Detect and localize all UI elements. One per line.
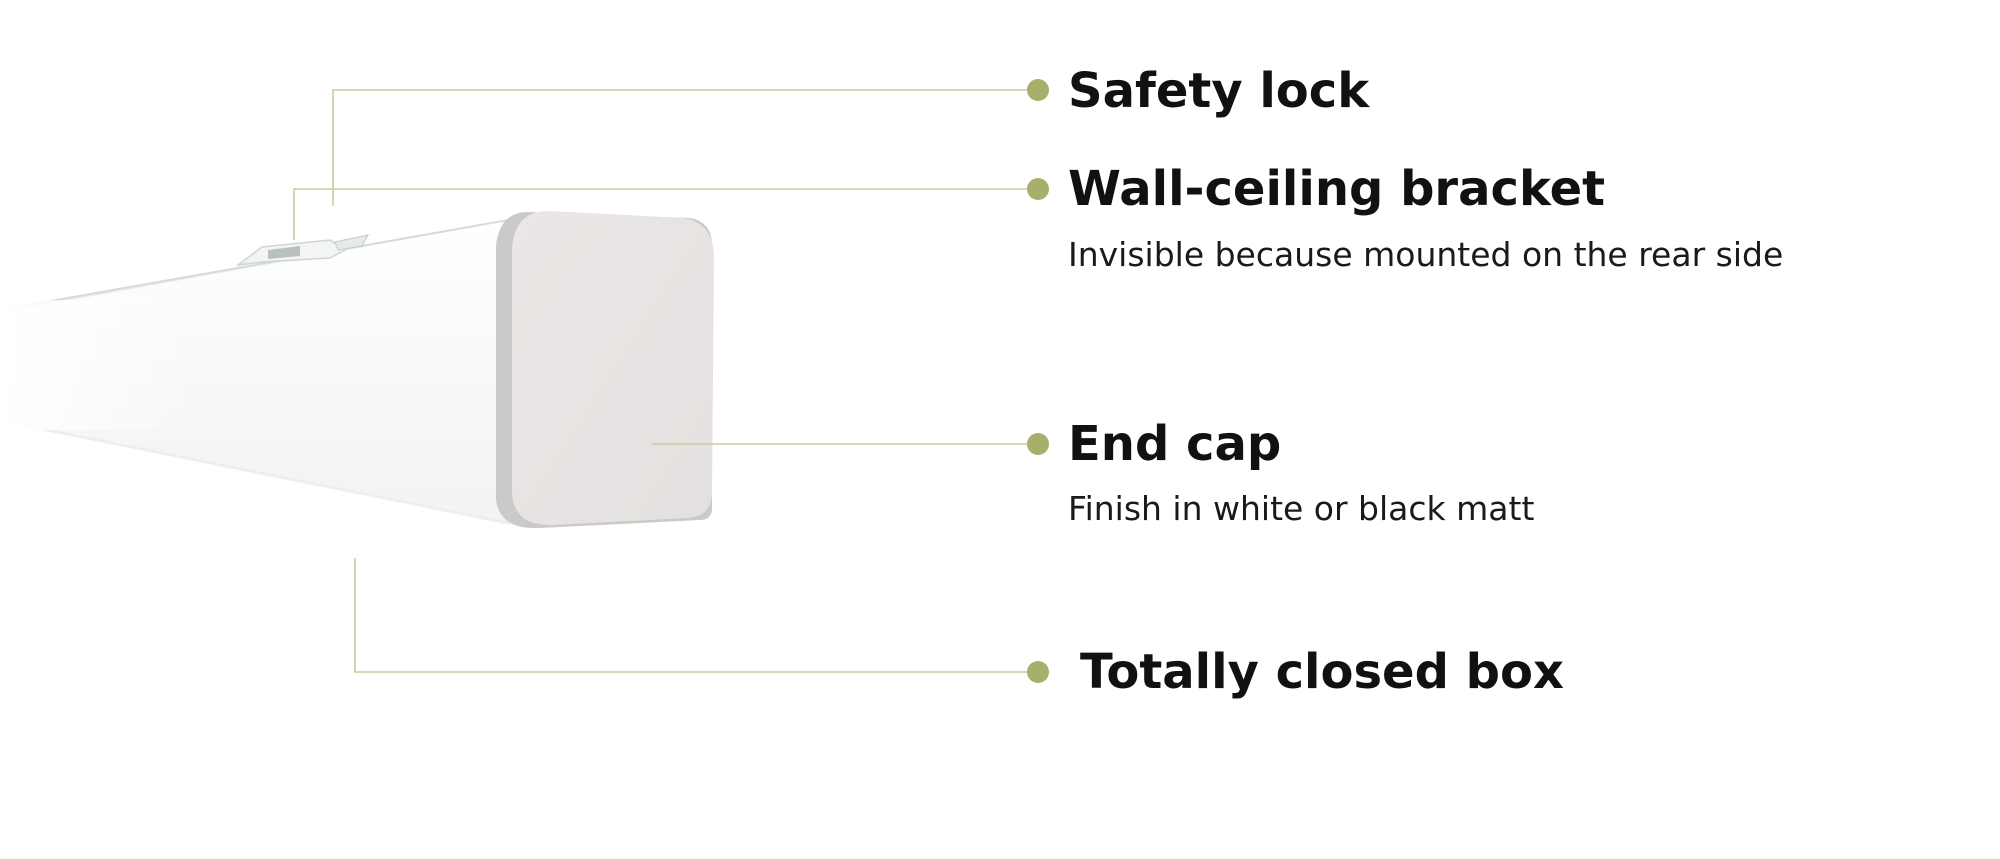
dot-bracket xyxy=(1027,178,1049,200)
callout-description-wall-ceiling-bracket: Invisible because mounted on the rear si… xyxy=(1068,235,1784,274)
callout-title-end-cap: End cap xyxy=(1068,416,1282,472)
screen-box xyxy=(0,216,526,526)
callout-dots xyxy=(1027,79,1049,683)
end-cap-face xyxy=(512,210,714,526)
callout-description-end-cap: Finish in white or black matt xyxy=(1068,489,1535,528)
callout-title-safety-lock: Safety lock xyxy=(1068,63,1370,119)
callout-title-wall-ceiling-bracket: Wall-ceiling bracket xyxy=(1068,161,1606,217)
leader-lines xyxy=(293,89,1036,673)
dot-end-cap xyxy=(1027,433,1049,455)
box-fade xyxy=(0,300,200,430)
leader-line-closed-box xyxy=(354,558,1036,673)
box-top-edge xyxy=(0,216,526,311)
bracket-icon xyxy=(235,234,370,267)
leader-line-bracket xyxy=(293,188,1036,240)
leader-line-safety-lock xyxy=(332,89,1036,206)
dot-safety-lock xyxy=(1027,79,1049,101)
end-cap xyxy=(496,210,714,529)
callout-title-totally-closed-box: Totally closed box xyxy=(1080,644,1564,700)
dot-closed-box xyxy=(1027,661,1049,683)
box-bottom-edge xyxy=(0,420,511,525)
